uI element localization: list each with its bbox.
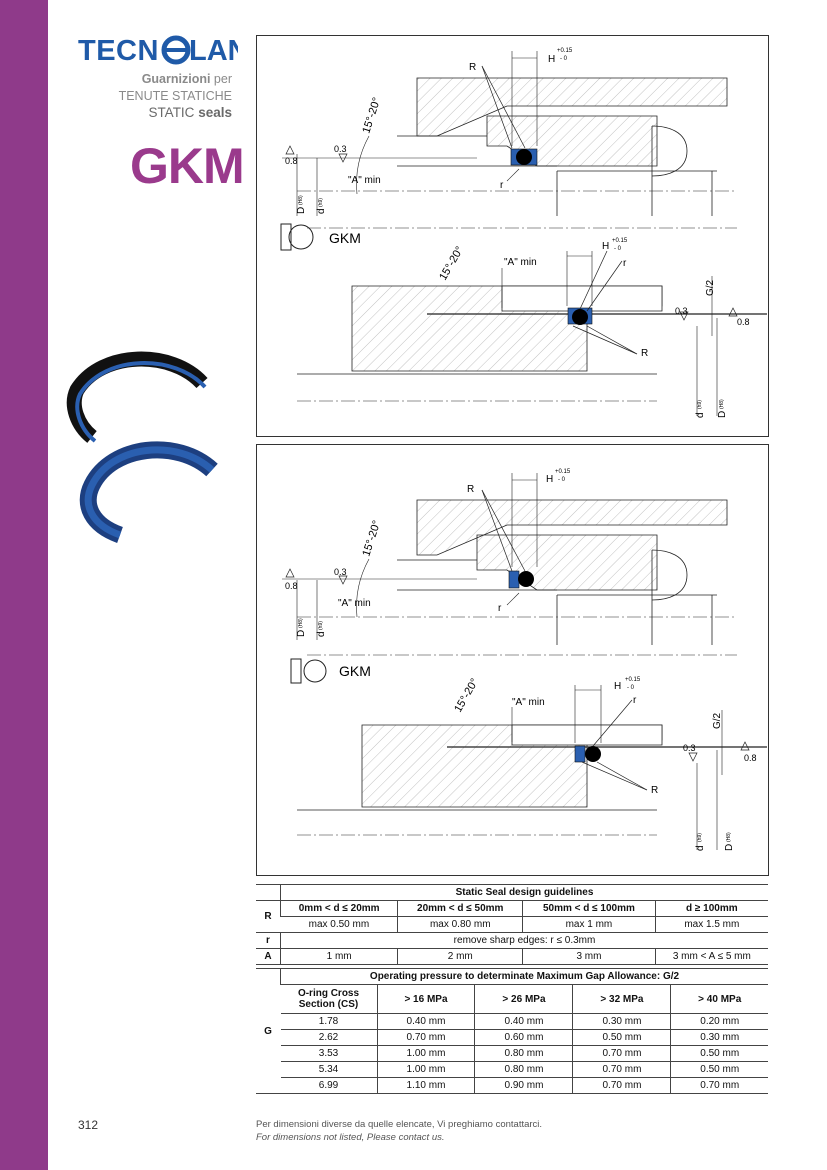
svg-text:"A" min: "A" min (338, 598, 371, 609)
svg-text:D: D (296, 630, 307, 637)
svg-text:G/2: G/2 (705, 279, 716, 296)
table-row: A 1 mm 2 mm 3 mm 3 mm < A ≤ 5 mm (256, 948, 768, 965)
svg-text:r: r (498, 603, 502, 614)
technical-drawing-1: R H +0.15 - 0 r 0.8 0.3 "A" min 15°-20° … (256, 35, 769, 437)
svg-text:R: R (469, 62, 476, 73)
svg-text:H: H (546, 474, 553, 485)
svg-text:+0.15: +0.15 (557, 48, 573, 54)
svg-text:(H8): (H8) (298, 618, 304, 628)
svg-text:R: R (641, 348, 648, 359)
svg-text:G/2: G/2 (712, 712, 723, 729)
svg-text:+0.15: +0.15 (555, 469, 571, 475)
svg-text:15°-20°: 15°-20° (452, 677, 481, 715)
svg-text:- 0: - 0 (614, 246, 622, 252)
svg-text:H: H (602, 241, 609, 252)
svg-text:+0.15: +0.15 (612, 238, 628, 244)
svg-text:(H8): (H8) (726, 832, 732, 842)
svg-text:(h9): (h9) (318, 621, 324, 630)
svg-text:"A" min: "A" min (504, 257, 537, 268)
svg-text:H: H (548, 54, 555, 65)
tecnolan-logo: TECN LAN (78, 35, 238, 67)
svg-text:0.3: 0.3 (675, 306, 688, 316)
svg-text:0.3: 0.3 (334, 144, 347, 154)
svg-text:d: d (695, 412, 706, 418)
footer-note: Per dimensioni diverse da quelle elencat… (256, 1118, 542, 1144)
table-row: r remove sharp edges: r ≤ 0.3mm (256, 932, 768, 949)
table-title: Static Seal design guidelines (280, 884, 768, 901)
page-number: 312 (78, 1118, 99, 1132)
svg-text:D: D (717, 411, 728, 418)
footer-note-it: Per dimensioni diverse da quelle elencat… (256, 1119, 543, 1130)
svg-text:R: R (467, 484, 474, 495)
table-title: Operating pressure to determinate Maximu… (280, 968, 768, 985)
svg-text:r: r (633, 695, 637, 706)
svg-text:(H8): (H8) (298, 195, 304, 205)
tagline-2: TENUTE STATICHE (118, 89, 232, 103)
svg-text:0.8: 0.8 (744, 753, 757, 763)
svg-text:0.8: 0.8 (737, 317, 750, 327)
svg-text:d: d (695, 845, 706, 851)
seal-ring-image-2 (79, 441, 218, 544)
svg-text:0.3: 0.3 (334, 567, 347, 577)
svg-text:D: D (724, 844, 735, 851)
svg-text:0.3: 0.3 (683, 743, 696, 753)
svg-text:(h9): (h9) (318, 198, 324, 207)
tagline-1: Guarnizioni per (141, 72, 232, 86)
gap-allowance-table: G Operating pressure to determinate Maxi… (256, 968, 768, 1094)
svg-text:GKM: GKM (339, 663, 371, 679)
seal-ring-image-1 (66, 351, 208, 443)
svg-text:0.8: 0.8 (285, 156, 298, 166)
svg-text:r: r (623, 258, 627, 269)
svg-text:15°-20°: 15°-20° (360, 96, 383, 135)
svg-text:TECN: TECN (78, 35, 159, 67)
svg-text:(h9): (h9) (697, 833, 703, 842)
svg-text:D: D (296, 207, 307, 214)
svg-text:d: d (316, 208, 327, 214)
svg-text:GKM: GKM (329, 230, 361, 246)
svg-text:15°-20°: 15°-20° (437, 245, 466, 283)
svg-text:H: H (614, 681, 621, 692)
svg-text:+0.15: +0.15 (625, 677, 641, 683)
product-code: GKM (130, 138, 245, 194)
sidebar-band (0, 0, 48, 1170)
svg-text:- 0: - 0 (558, 477, 566, 483)
svg-text:- 0: - 0 (627, 685, 635, 691)
svg-text:15°-20°: 15°-20° (360, 519, 383, 558)
svg-text:- 0: - 0 (560, 56, 568, 62)
svg-text:0.8: 0.8 (285, 581, 298, 591)
svg-text:d: d (316, 631, 327, 637)
footer-note-en: For dimensions not listed, Please contac… (256, 1132, 445, 1143)
svg-text:(h9): (h9) (697, 400, 703, 409)
svg-text:"A" min: "A" min (512, 697, 545, 708)
technical-drawing-2: R H +0.15 - 0 r 0.8 0.3 "A" min 15°-20° … (256, 444, 769, 876)
table-row: max 0.50 mm max 0.80 mm max 1 mm max 1.5… (256, 916, 768, 933)
design-guidelines-table: Static Seal design guidelines R 0mm < d … (256, 884, 768, 965)
svg-text:r: r (500, 180, 504, 191)
svg-text:"A" min: "A" min (348, 175, 381, 186)
tagline-3: STATIC seals (148, 105, 232, 120)
svg-text:(H8): (H8) (719, 399, 725, 409)
svg-text:LAN: LAN (189, 35, 238, 67)
svg-text:R: R (651, 785, 658, 796)
